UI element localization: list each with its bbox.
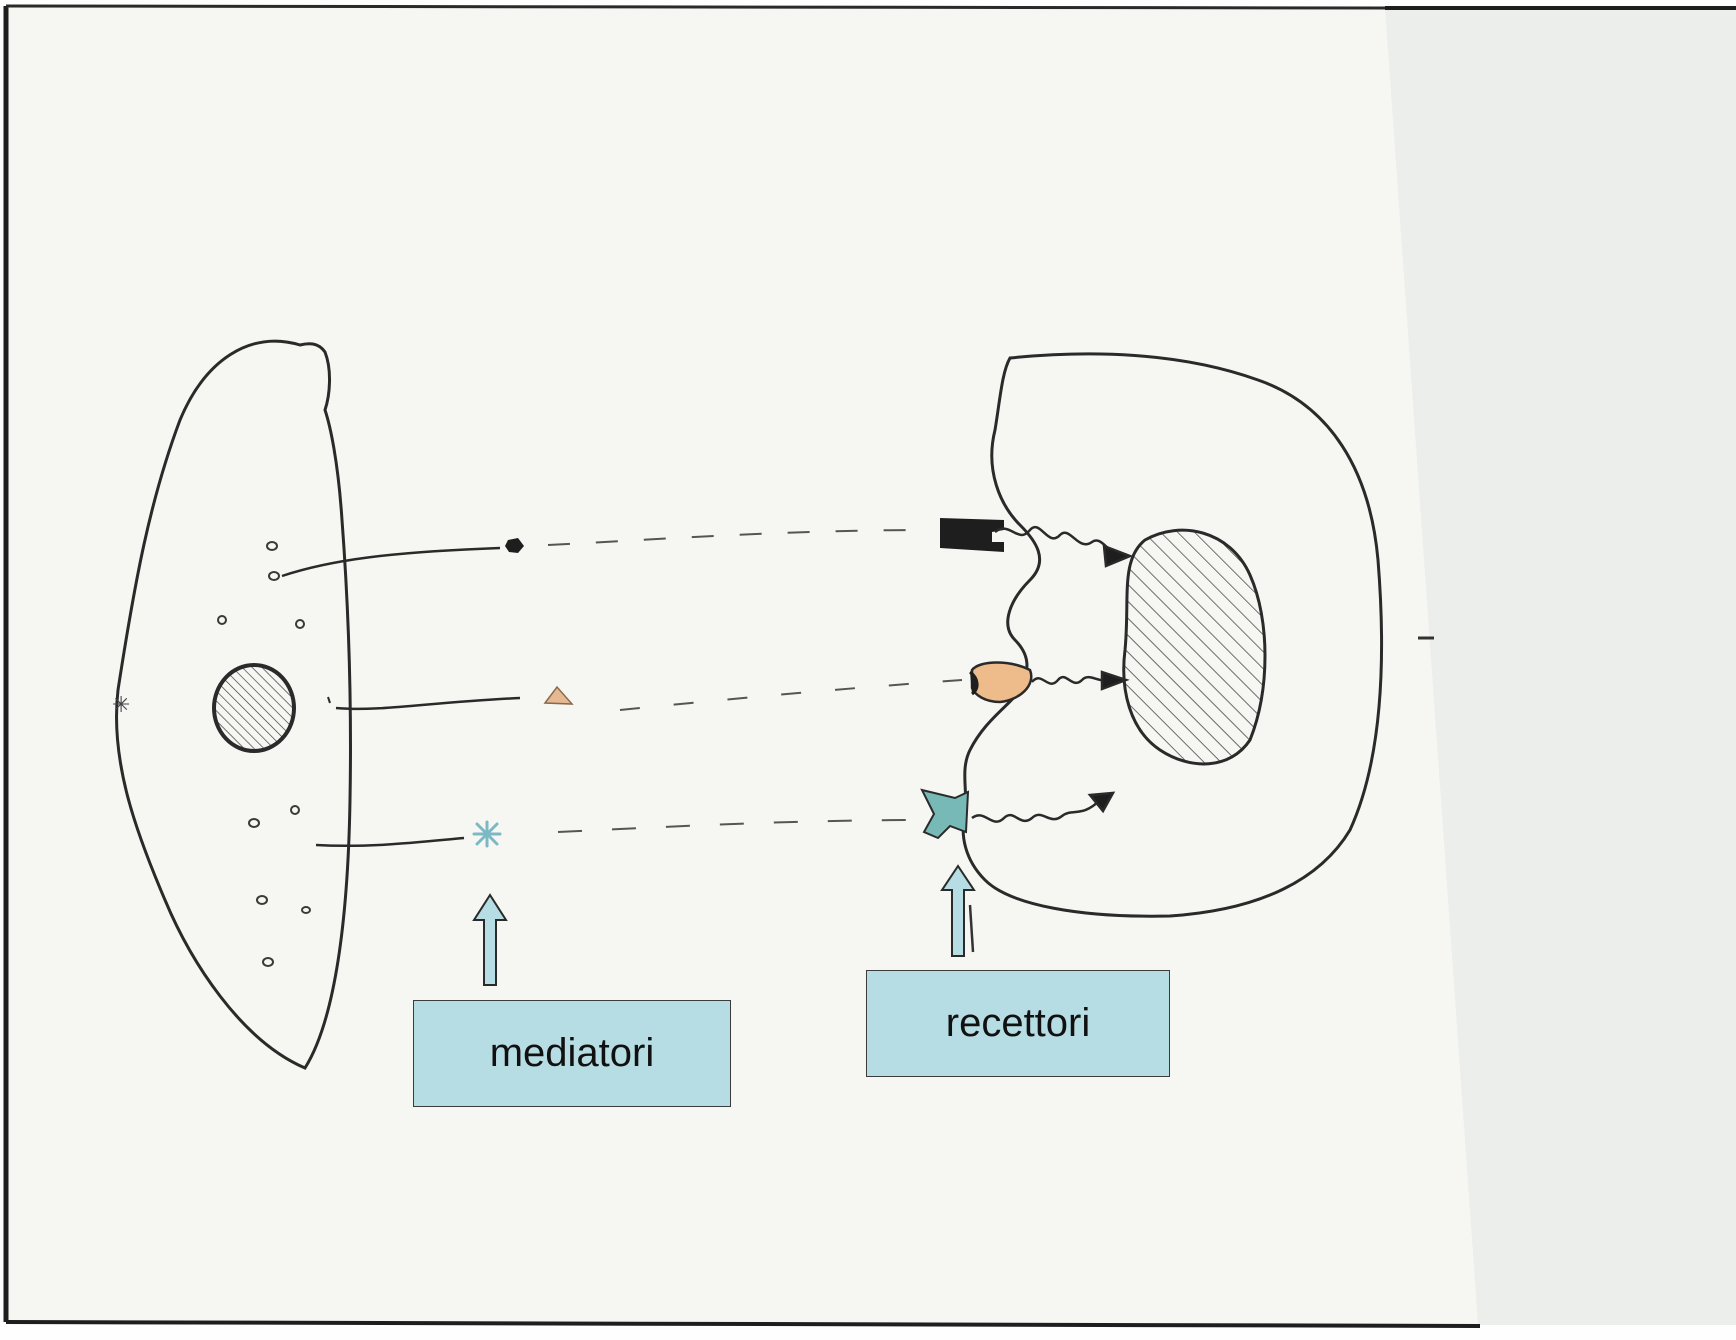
paper-top-edge <box>6 6 1385 8</box>
mediators-label-box: mediatori <box>413 1000 731 1107</box>
mediator-blue-asterisk-icon <box>474 822 500 846</box>
cell-surface-mark: ✳ <box>112 693 130 718</box>
secreting-cell-nucleus <box>214 665 294 751</box>
receptors-label: recettori <box>946 1001 1091 1046</box>
receptors-label-box: recettori <box>866 970 1170 1077</box>
target-cell-nucleus <box>1124 530 1265 764</box>
mediators-label: mediatori <box>490 1031 655 1076</box>
